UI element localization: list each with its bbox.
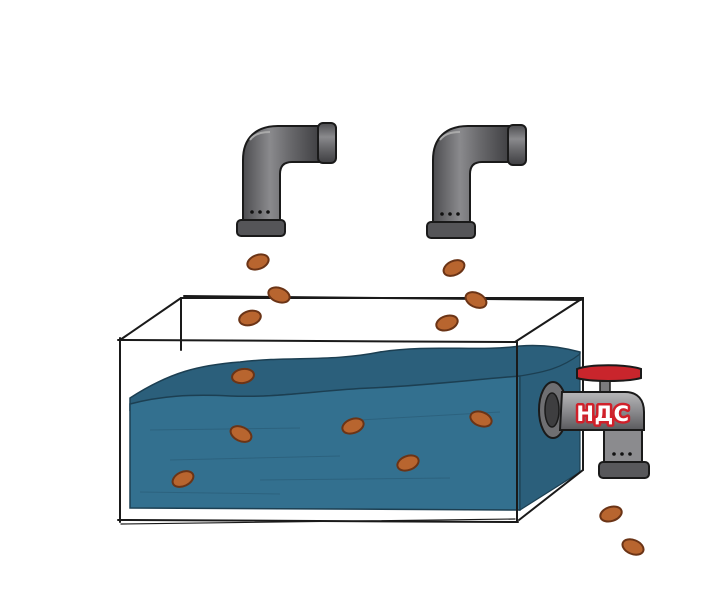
coin-icon <box>171 470 195 488</box>
coin-icon <box>267 286 291 304</box>
coin-icon <box>464 291 488 309</box>
coin-icon <box>621 538 645 556</box>
coin-icon <box>469 410 493 428</box>
coin-icon <box>435 314 459 332</box>
inflow-pipe-icon <box>426 124 527 239</box>
coin-icon <box>599 505 623 523</box>
inflow-pipe-icon <box>236 122 337 237</box>
water-tap-icon: НДС <box>538 364 650 479</box>
tap-label: НДС <box>576 402 629 426</box>
coin-icon <box>231 367 255 385</box>
coins <box>171 253 645 556</box>
coin-icon <box>229 425 253 443</box>
tank-front <box>117 337 584 525</box>
coin-icon <box>442 259 466 277</box>
coin-icon <box>246 253 270 271</box>
coin-icon <box>238 309 262 327</box>
coin-icon <box>341 417 365 435</box>
coin-icon <box>396 454 420 472</box>
